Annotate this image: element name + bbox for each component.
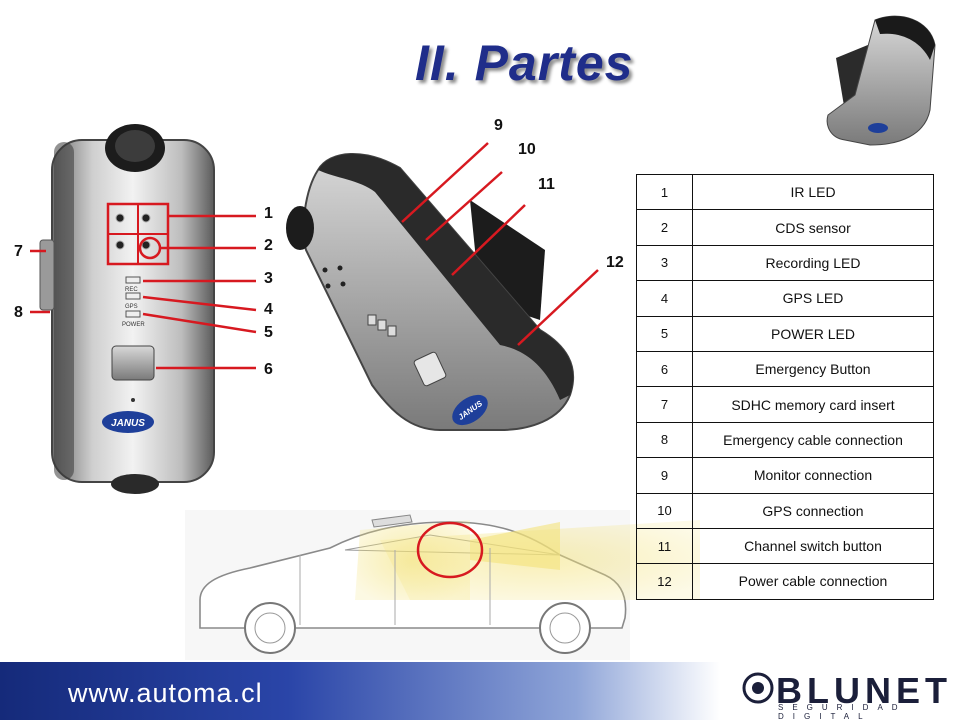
- device-front-view: REC GPS POWER JANUS: [39, 124, 215, 494]
- part-name: Recording LED: [692, 244, 934, 282]
- callout-11: 11: [538, 176, 555, 193]
- gps-label: GPS: [125, 304, 138, 310]
- part-number: 12: [636, 563, 693, 600]
- device-side-view: JANUS: [286, 153, 575, 431]
- part-name: GPS connection: [692, 492, 934, 529]
- callout-3: 3: [264, 270, 273, 287]
- callout-9: 9: [494, 117, 503, 134]
- footer-bar: www.automa.cl: [0, 662, 960, 720]
- part-number: 2: [636, 209, 693, 246]
- part-number: 4: [636, 280, 693, 317]
- callout-12: 12: [606, 254, 624, 271]
- part-number: 5: [636, 315, 693, 352]
- part-name: Monitor connection: [692, 457, 934, 494]
- blunet-logo-icon: [742, 672, 774, 704]
- callout-2: 2: [264, 237, 273, 254]
- part-name: Emergency cable connection: [692, 421, 934, 459]
- footer-url: www.automa.cl: [68, 678, 263, 708]
- part-number: 9: [636, 457, 693, 494]
- part-number: 6: [636, 350, 693, 388]
- callout-5: 5: [264, 324, 273, 341]
- callout-4: 4: [264, 301, 273, 318]
- part-name: Emergency Button: [692, 350, 934, 388]
- part-name: IR LED: [692, 173, 934, 211]
- callout-1: 1: [264, 205, 273, 222]
- power-label: POWER: [122, 322, 145, 328]
- callout-10: 10: [518, 141, 536, 158]
- footer-brand: BLUNET: [776, 670, 952, 711]
- part-number: 7: [636, 386, 693, 423]
- callout-6: 6: [264, 361, 273, 378]
- part-number: 11: [636, 527, 693, 565]
- janus-logo: JANUS: [111, 418, 145, 429]
- front-callout-lines: [30, 214, 257, 370]
- part-name: Power cable connection: [692, 563, 934, 600]
- part-name: CDS sensor: [692, 209, 934, 246]
- rec-label: REC: [125, 287, 138, 293]
- part-number: 10: [636, 492, 693, 529]
- part-name: POWER LED: [692, 315, 934, 352]
- callout-7: 7: [14, 243, 23, 260]
- part-number: 1: [636, 173, 693, 211]
- part-name: SDHC memory card insert: [692, 386, 934, 423]
- part-number: 8: [636, 421, 693, 459]
- part-name: Channel switch button: [692, 527, 934, 565]
- part-number: 3: [636, 244, 693, 282]
- slide-title: II. Partes: [415, 35, 634, 91]
- callout-8: 8: [14, 304, 23, 321]
- car-illustration: [185, 510, 700, 660]
- side-callout-lines: [401, 142, 599, 346]
- device-thumbnail: [826, 15, 936, 146]
- footer-tagline: SEGURIDAD DIGITAL: [778, 703, 907, 721]
- part-name: GPS LED: [692, 280, 934, 317]
